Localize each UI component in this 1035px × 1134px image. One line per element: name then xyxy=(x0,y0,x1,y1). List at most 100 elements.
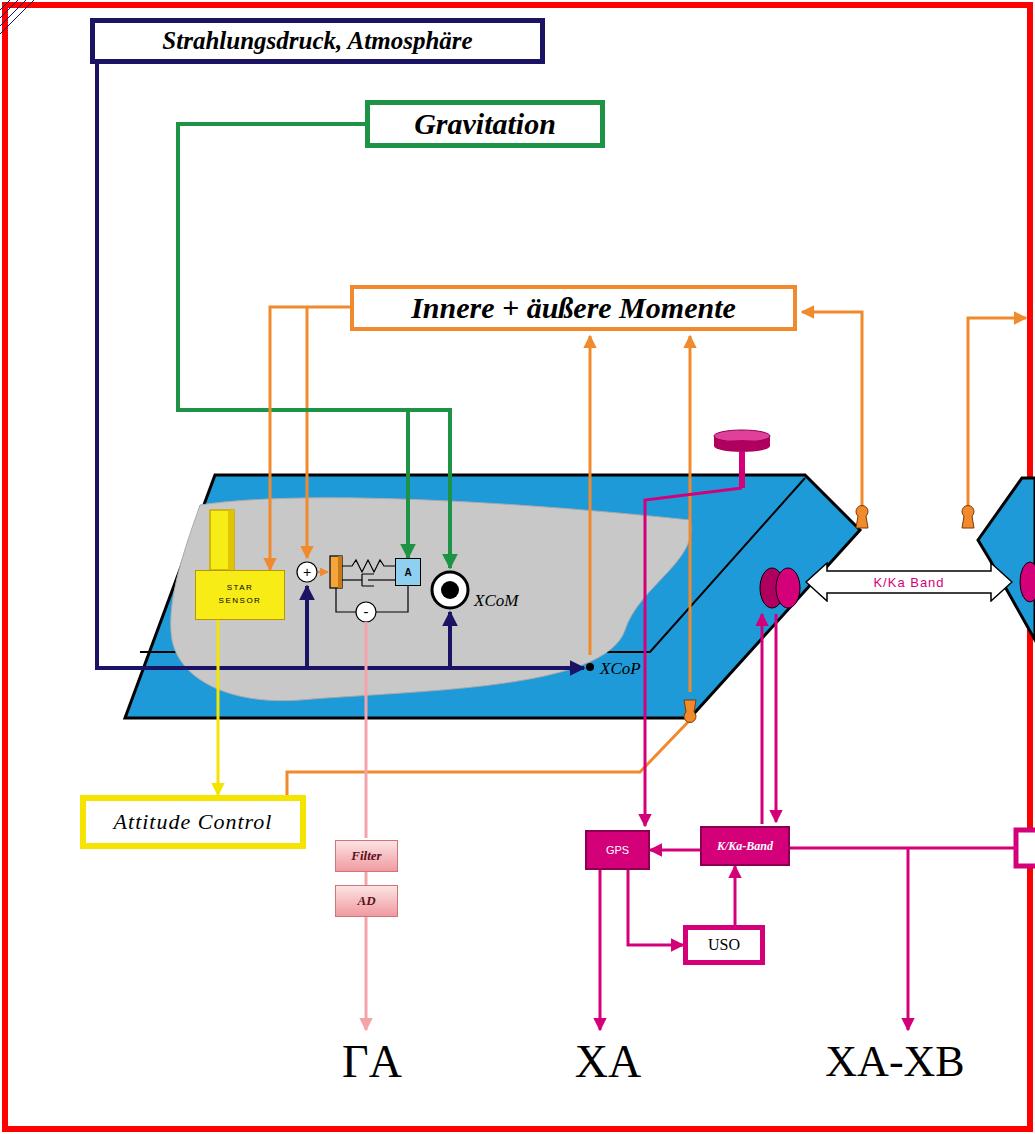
connector xyxy=(365,872,368,885)
node-text: AD xyxy=(357,893,375,909)
accelerometer-signal xyxy=(365,622,368,838)
thrusters xyxy=(856,506,868,528)
node-text: Attitude Control xyxy=(114,809,273,835)
center-of-pressure-label: XCoP xyxy=(600,660,641,677)
node-text: Strahlungsdruck, Atmosphäre xyxy=(162,27,472,55)
node-text: GPS xyxy=(606,844,629,856)
magenta-lines xyxy=(907,848,910,1030)
star-sensor-tube xyxy=(210,510,234,570)
partial-box xyxy=(1016,830,1035,866)
center-of-mass-label: XCoM xyxy=(474,592,518,609)
moment-lines xyxy=(802,312,862,508)
star-sensor-tube xyxy=(228,510,234,570)
accelerometer xyxy=(376,586,408,612)
output-symbol: ΓA xyxy=(342,1039,402,1085)
node-text: A xyxy=(404,567,411,578)
accelerometer xyxy=(342,579,362,580)
difference-sign: - xyxy=(364,604,369,619)
center-of-mass xyxy=(441,581,459,599)
center-of-mass xyxy=(432,572,468,608)
source-box: Gravitation xyxy=(365,100,605,148)
gravitation-line xyxy=(408,410,450,568)
ranging-box: K/Ka-Band xyxy=(700,826,790,866)
filter-box: Filter xyxy=(335,840,398,872)
connector xyxy=(628,870,683,945)
moment-lines xyxy=(968,318,1026,508)
accelerometer-mass: A xyxy=(395,558,421,586)
node-text: STAR SENSOR xyxy=(210,582,270,608)
thrusters xyxy=(684,506,974,723)
accelerometer-signal xyxy=(365,622,368,1030)
connector xyxy=(270,307,350,570)
frame xyxy=(5,5,1030,1129)
node-text: K/Ka Band xyxy=(873,575,944,590)
connector xyxy=(650,849,700,852)
output-symbol: XA xyxy=(575,1039,641,1085)
accelerometer xyxy=(330,556,342,588)
source-box: Strahlungsdruck, Atmosphäre xyxy=(90,18,545,64)
gps-antenna xyxy=(739,452,745,488)
magenta-lines xyxy=(790,847,1015,850)
sum-sign: + xyxy=(303,565,311,579)
magenta-lines xyxy=(761,614,764,824)
node-text: Gravitation xyxy=(414,107,556,141)
link-band: K/Ka Band xyxy=(805,562,1013,602)
horn-antennas xyxy=(776,568,800,608)
moment-lines xyxy=(287,722,688,795)
receiver-box: GPS xyxy=(585,830,650,870)
sensor-box: STAR SENSOR xyxy=(195,570,285,620)
radiation-pressure-lines xyxy=(448,612,452,668)
node-text: Filter xyxy=(351,848,381,864)
center-of-mass xyxy=(586,663,594,671)
control-box: Attitude Control xyxy=(80,795,306,849)
node-text: Innere + äußere Momente xyxy=(411,291,736,325)
moment-box: Innere + äußere Momente xyxy=(350,285,797,331)
node-text: USO xyxy=(708,936,740,954)
satellite-body xyxy=(125,475,860,718)
connector xyxy=(217,620,220,795)
magenta-lines xyxy=(599,870,602,1030)
frame xyxy=(0,0,34,34)
sum-circles xyxy=(297,562,317,582)
radiation-pressure-lines xyxy=(97,64,584,668)
second-satellite xyxy=(978,478,1035,640)
radiation-pressure-lines xyxy=(97,64,584,668)
star-sensor-tube xyxy=(210,510,234,570)
accelerometer-signal xyxy=(365,917,368,1030)
accelerometer xyxy=(338,556,342,588)
satellite-body xyxy=(171,498,691,701)
accelerometer xyxy=(368,579,395,580)
moment-lines xyxy=(318,571,328,573)
accelerometer xyxy=(336,588,356,612)
accelerometer xyxy=(342,560,395,572)
connector xyxy=(178,124,408,558)
magenta-lines xyxy=(600,488,1015,1030)
satellite-body xyxy=(125,475,860,718)
horn-antennas xyxy=(760,568,800,608)
magenta-lines xyxy=(645,488,742,826)
output-symbol: XA-XB xyxy=(825,1040,964,1084)
sum-circles xyxy=(356,602,376,622)
radiation-pressure-lines xyxy=(305,586,309,668)
gps-antenna xyxy=(714,430,770,488)
moment-lines xyxy=(589,336,592,655)
node-text: K/Ka-Band xyxy=(717,839,773,854)
sum-circles xyxy=(297,562,376,622)
second-satellite xyxy=(1020,562,1035,602)
connector xyxy=(734,866,737,925)
moment-lines xyxy=(287,307,1026,795)
converter-box: AD xyxy=(335,885,398,917)
center-of-mass xyxy=(432,572,594,671)
magenta-lines xyxy=(775,614,778,822)
gravitation-line xyxy=(408,410,450,568)
moment-lines xyxy=(689,336,692,692)
thrusters xyxy=(684,700,696,722)
partial-box xyxy=(1016,830,1035,866)
second-satellite xyxy=(978,478,1035,640)
thrusters xyxy=(962,506,974,528)
moment-lines xyxy=(306,307,309,558)
gps-antenna xyxy=(714,440,770,452)
